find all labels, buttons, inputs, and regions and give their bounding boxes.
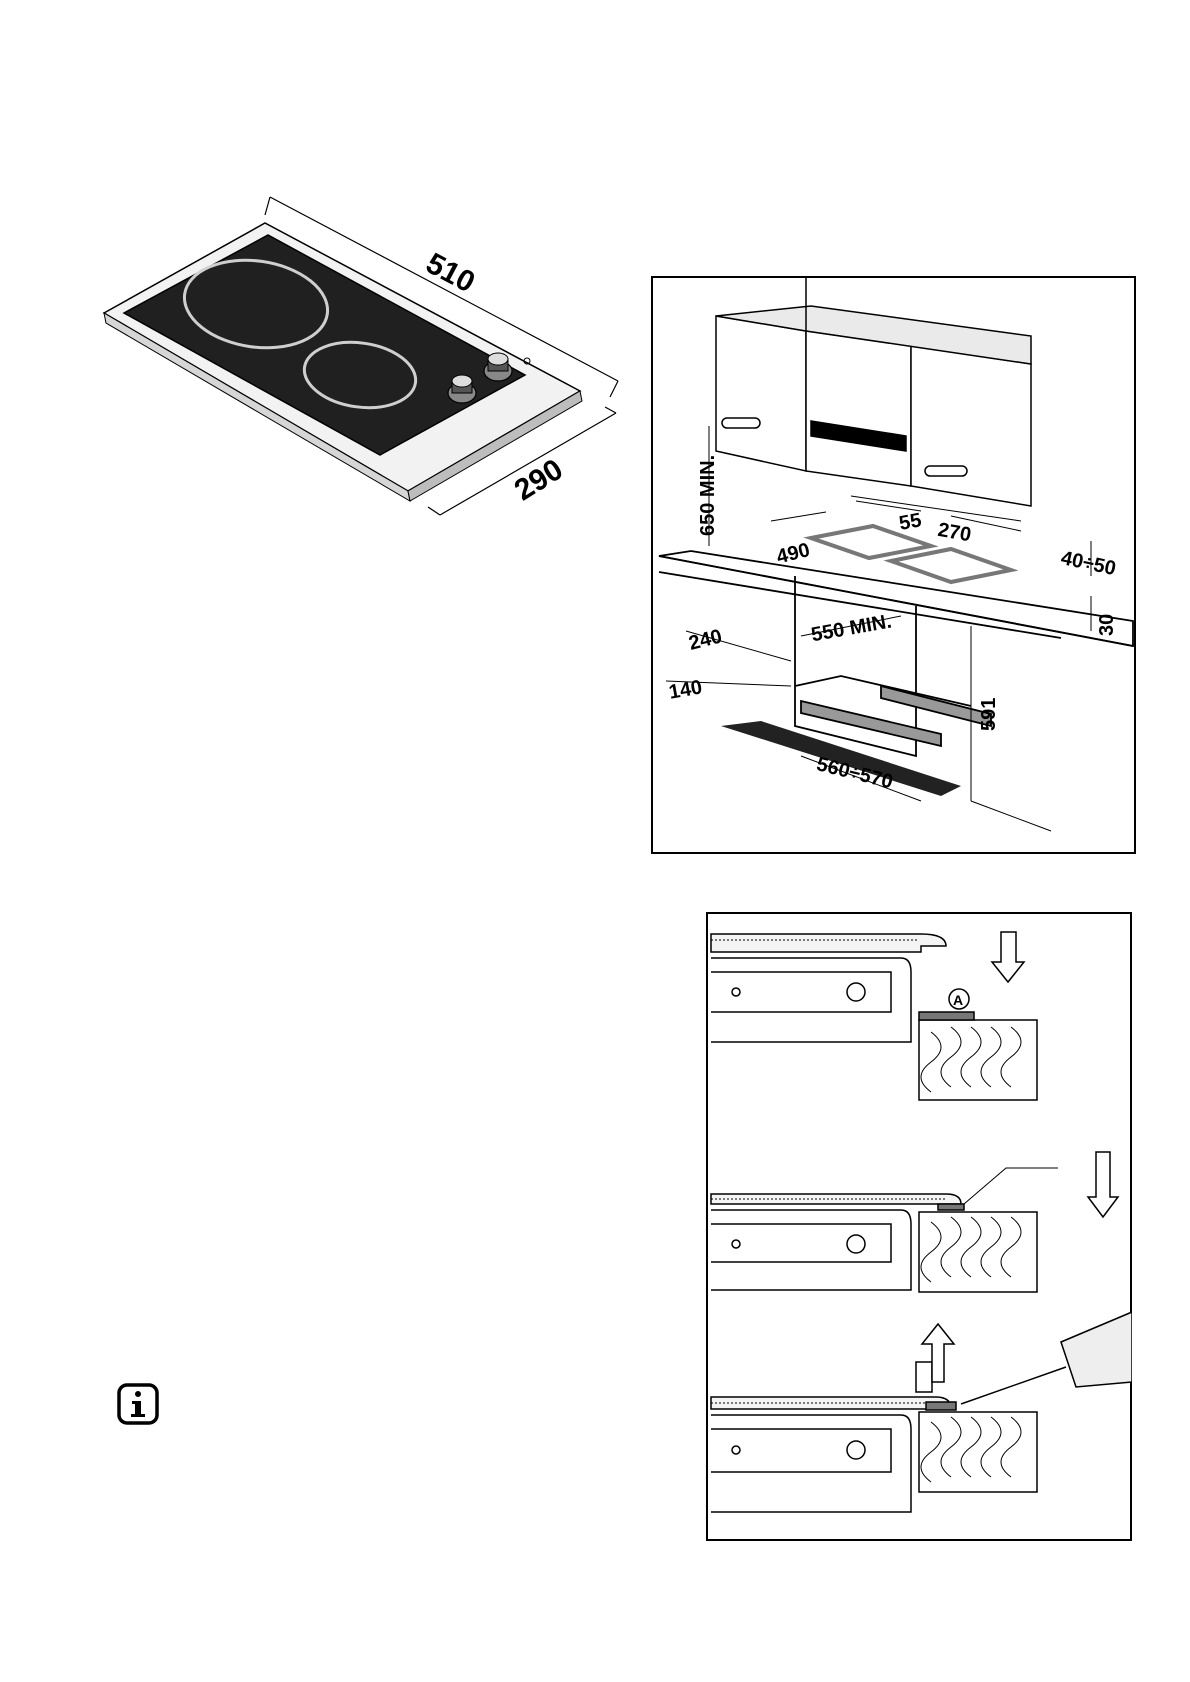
floor-shadow xyxy=(721,721,961,796)
ceramic-glass xyxy=(122,234,527,456)
worktop-section-3 xyxy=(918,1411,1038,1493)
screwdriver-icon xyxy=(1060,1311,1132,1388)
worktop-section-1 xyxy=(918,1019,1038,1101)
dim-591: 591 xyxy=(978,698,1000,731)
worktop-cutout-1 xyxy=(803,523,939,561)
cabinet-installation-figure: 650 MIN. 490 55 270 40÷50 30 550 MIN. 24… xyxy=(651,276,1136,854)
control-knob-1 xyxy=(447,374,477,404)
cooking-zone-large xyxy=(182,258,330,350)
worktop-cutout-2 xyxy=(883,546,1019,585)
fixing-step-3 xyxy=(710,1151,1132,1513)
up-arrow xyxy=(920,1322,956,1383)
cabinet-rail-back xyxy=(880,684,992,728)
dim-55: 55 xyxy=(897,509,923,535)
seal-fixing-figure: A xyxy=(706,912,1132,1541)
down-arrow-1 xyxy=(990,931,1026,984)
cooking-zone-small xyxy=(302,340,418,410)
cabinet-rail-front xyxy=(800,699,942,748)
dim-depth-label: 290 xyxy=(509,453,569,508)
dim-30: 30 xyxy=(1096,614,1118,636)
worktop-section-2 xyxy=(918,1211,1038,1293)
seal-strip-a xyxy=(918,1011,975,1021)
fixing-step-1 xyxy=(710,931,1038,1101)
wall-cabinet-middle xyxy=(805,330,912,487)
control-knob-2 xyxy=(483,352,513,382)
label-a: A xyxy=(953,992,963,1008)
dim-650-min: 650 MIN. xyxy=(697,455,719,536)
info-icon xyxy=(117,1383,159,1425)
hob-perspective-figure: 510 290 xyxy=(102,196,619,516)
down-arrow-2 xyxy=(1086,1151,1120,1219)
hob-body xyxy=(102,222,583,502)
fixing-step-2 xyxy=(710,1167,1058,1293)
dim-width-label: 510 xyxy=(421,247,481,300)
wall-cabinet-left xyxy=(715,315,807,472)
wall-cabinet-right xyxy=(910,345,1032,507)
